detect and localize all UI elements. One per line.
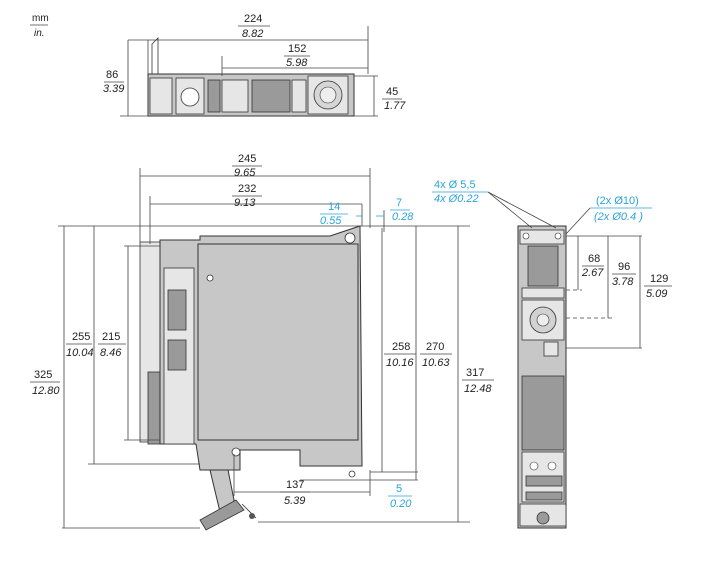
side-height-215-mm: 215 <box>102 331 120 343</box>
front-height-96-in: 3.78 <box>612 276 634 288</box>
side-height-317-mm: 317 <box>466 367 484 379</box>
top-right-height-mm: 45 <box>386 86 398 98</box>
side-height-215-in: 8.46 <box>100 347 122 359</box>
side-bottom-width-mm: 137 <box>286 479 304 491</box>
units-legend: mm in. <box>30 13 49 39</box>
top-view-device <box>147 37 355 117</box>
side-height-270-in: 10.63 <box>422 357 450 369</box>
side-view-device <box>139 225 363 531</box>
top-left-height-mm: 86 <box>106 69 118 81</box>
front-view-device <box>517 225 567 529</box>
side-height-325-mm: 325 <box>34 369 52 381</box>
top-inner-in: 5.98 <box>286 57 308 69</box>
unit-metric: mm <box>32 13 49 24</box>
side-depth-mm: 245 <box>238 153 256 165</box>
top-width-in: 8.82 <box>242 28 263 40</box>
top-width-mm: 224 <box>244 13 262 25</box>
front-holes-small-in: 4x Ø0.22 <box>434 193 479 205</box>
side-bottom-offset-mm: 5 <box>396 483 402 495</box>
side-height-325-in: 12.80 <box>32 385 60 397</box>
side-inner-depth-mm: 232 <box>238 183 256 195</box>
side-depth-in: 9.65 <box>234 167 256 179</box>
side-bottom-offset-in: 0.20 <box>390 498 412 510</box>
side-height-255-in: 10.04 <box>66 347 94 359</box>
side-bottom-width-in: 5.39 <box>284 495 305 507</box>
top-inner-mm: 152 <box>288 43 306 55</box>
front-holes-large-in: (2x Ø0.4 ) <box>594 211 643 223</box>
side-inner-depth-in: 9.13 <box>234 197 256 209</box>
front-height-68-in: 2.67 <box>581 267 604 279</box>
front-height-129-mm: 129 <box>650 273 668 285</box>
front-view: 4x Ø 5,5 4x Ø0.22 (2x Ø10) (2x Ø0.4 ) 68… <box>432 179 672 529</box>
front-holes-large-mm: (2x Ø10) <box>596 195 639 207</box>
unit-imperial: in. <box>34 28 45 39</box>
side-height-258-mm: 258 <box>392 341 410 353</box>
top-right-height-in: 1.77 <box>384 100 406 112</box>
side-top-offset-a-in: 0.55 <box>320 215 342 227</box>
front-height-129-in: 5.09 <box>646 288 667 300</box>
side-height-255-mm: 255 <box>72 331 90 343</box>
side-top-offset-b-mm: 7 <box>396 197 402 209</box>
side-view: 245 9.65 232 9.13 14 0.55 7 0.28 325 <box>30 153 494 531</box>
side-height-258-in: 10.16 <box>386 357 414 369</box>
side-top-offset-a-mm: 14 <box>328 201 340 213</box>
top-left-height-in: 3.39 <box>103 83 124 95</box>
side-height-270-mm: 270 <box>426 341 444 353</box>
front-holes-small-mm: 4x Ø 5,5 <box>434 179 476 191</box>
front-height-68-mm: 68 <box>588 253 600 265</box>
side-height-317-in: 12.48 <box>464 383 492 395</box>
side-top-offset-b-in: 0.28 <box>392 211 414 223</box>
front-height-96-mm: 96 <box>618 261 630 273</box>
top-view: 224 8.82 152 5.98 86 3.39 45 1.77 <box>103 13 406 117</box>
